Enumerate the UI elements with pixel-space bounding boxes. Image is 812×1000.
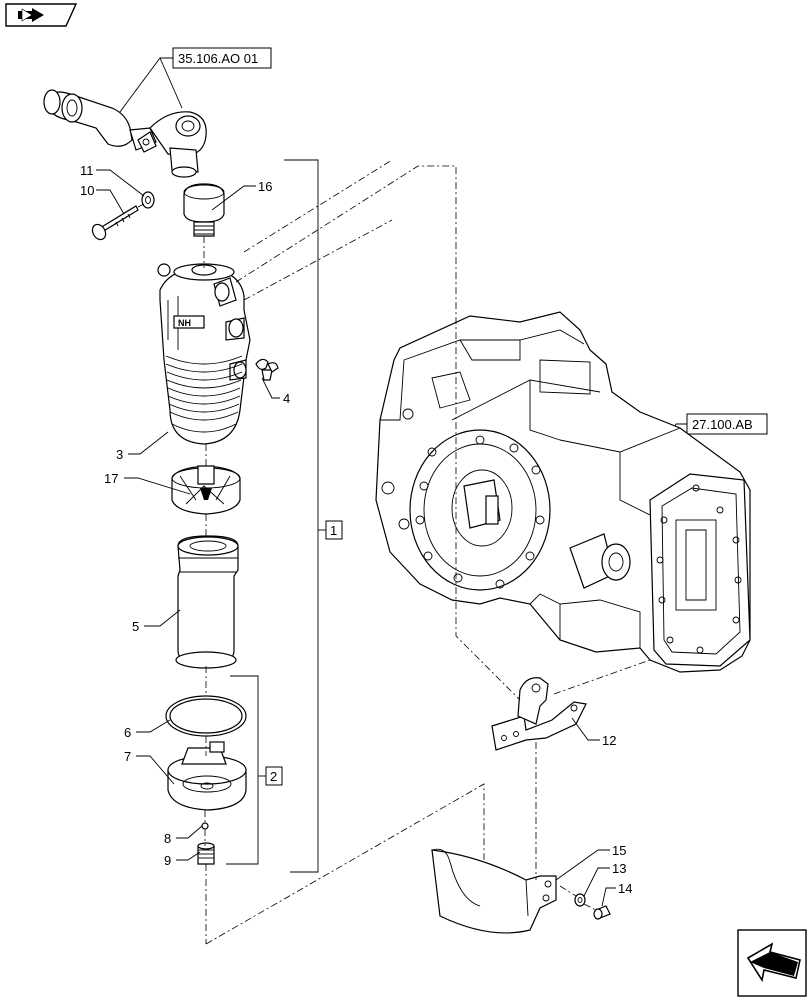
bracket-part-12: [491, 677, 587, 751]
group-label-box-1[interactable]: 1: [325, 520, 343, 540]
book-arrow-icon[interactable]: [5, 3, 78, 27]
filter-housing-part-3: NH: [157, 263, 251, 445]
callout-15: 15: [612, 843, 626, 858]
callout-7: 7: [124, 749, 131, 764]
bolt-part-14: [593, 905, 611, 920]
group-bracket-2: [226, 675, 266, 865]
group-label-box-2[interactable]: 2: [265, 766, 283, 786]
o-ring-part-6: [165, 695, 247, 737]
callout-16: 16: [258, 179, 272, 194]
callout-3: 3: [116, 447, 123, 462]
callout-11: 11: [80, 163, 94, 178]
callout-8: 8: [164, 831, 171, 846]
shield-part-15: [431, 848, 557, 934]
plug-part-16: [183, 183, 225, 237]
washer-part-8: [201, 822, 209, 830]
bowl-part-7: [167, 741, 247, 811]
next-page-arrow-icon[interactable]: [737, 929, 807, 997]
callout-4: 4: [283, 391, 290, 406]
ref-top-leader-2: [159, 57, 183, 109]
group-label-1: 1: [330, 523, 337, 538]
callout-12: 12: [602, 733, 616, 748]
reference-right-label: 27.100.AB: [692, 417, 753, 432]
callout-10: 10: [80, 183, 94, 198]
group-bracket-1: [284, 159, 326, 873]
assembly-centerlines: [135, 159, 651, 945]
callout-5: 5: [132, 619, 139, 634]
group-label-2: 2: [270, 769, 277, 784]
svg-text:NH: NH: [178, 318, 191, 328]
drain-plug-part-9: [197, 842, 215, 865]
callout-17: 17: [104, 471, 118, 486]
callout-14: 14: [618, 881, 632, 896]
filter-cartridge-part-5: [175, 535, 239, 669]
callout-13: 13: [612, 861, 626, 876]
callout-leaders: [96, 169, 616, 907]
reference-top-label: 35.106.AO 01: [178, 51, 258, 66]
hose-fittings: [43, 89, 207, 178]
reference-box-top[interactable]: 35.106.AO 01: [172, 47, 272, 69]
callout-9: 9: [164, 853, 171, 868]
bolt-part-10: [91, 205, 139, 241]
element-part-17: [171, 465, 241, 515]
washer-part-11: [141, 191, 155, 209]
wing-nut-part-4: [255, 358, 279, 381]
callout-6: 6: [124, 725, 131, 740]
reference-box-right[interactable]: 27.100.AB: [686, 413, 768, 435]
washer-part-13: [574, 893, 586, 907]
transmission-housing: [375, 311, 751, 673]
